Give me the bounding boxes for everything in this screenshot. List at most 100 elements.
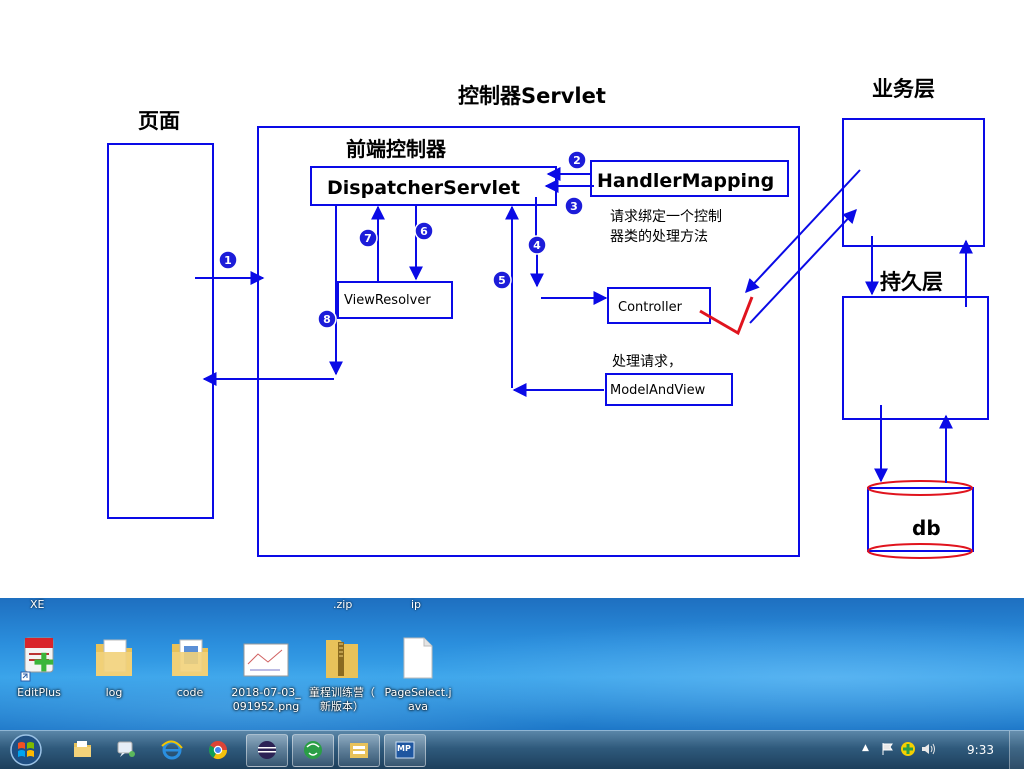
frontend-controller-title: 前端控制器 xyxy=(346,137,447,161)
start-button[interactable] xyxy=(4,732,48,768)
db-label: db xyxy=(912,516,941,540)
page-box xyxy=(107,143,214,519)
tray-expand-icon[interactable]: ▲ xyxy=(862,743,869,753)
persistence-layer-box xyxy=(842,296,989,420)
controller-label: Controller xyxy=(618,300,683,315)
persistence-layer-title: 持久层 xyxy=(880,270,943,294)
step-5-label: 5 xyxy=(498,274,506,287)
chrome-icon xyxy=(208,741,227,760)
mp-icon-label: MP xyxy=(397,744,411,753)
model-and-view-box xyxy=(605,373,733,406)
desktop-icon-label-line1: 2018-07-03_ xyxy=(231,686,301,699)
step-1-label: 1 xyxy=(224,254,232,267)
desktop-icon-label-line2: 091952.png xyxy=(232,700,300,713)
desktop-icon-png[interactable]: 2018-07-03_091952.png xyxy=(229,634,303,714)
desktop-icon-label: 童程训练营（新版本） xyxy=(305,686,379,714)
desktop-icon-label: 2018-07-03_091952.png xyxy=(229,686,303,714)
folder-icon xyxy=(90,634,138,682)
network-icon xyxy=(304,741,322,759)
mvc-diagram: 控制器Servlet 页面 业务层 持久层 前端控制器 DispatcherSe… xyxy=(107,77,989,559)
file-manager-icon xyxy=(350,743,368,758)
show-desktop-button[interactable] xyxy=(1009,731,1024,769)
desktop-icon-label-line2: 新版本） xyxy=(320,700,364,713)
step-badge-8: 8 xyxy=(317,309,337,329)
desktop-icon-label-line2: ava xyxy=(408,700,428,713)
handler-mapping-box xyxy=(590,160,789,197)
handler-mapping-label: HandlerMapping xyxy=(597,170,774,192)
desktop-icon-zip[interactable]: 童程训练营（新版本） xyxy=(305,634,379,714)
dispatcher-servlet-label: DispatcherServlet xyxy=(327,177,520,199)
messenger-icon xyxy=(117,741,135,757)
desktop-icon-label: EditPlus xyxy=(17,686,61,699)
cut-icon-label-ip: ip xyxy=(411,598,422,611)
step-7-label: 7 xyxy=(364,232,372,245)
view-resolver-label: ViewResolver xyxy=(344,293,431,308)
taskbar-explorer-button[interactable] xyxy=(62,734,102,765)
desktop-icon-log[interactable]: log xyxy=(77,634,151,700)
db-cylinder: db xyxy=(867,480,974,559)
business-to-controller-arrow xyxy=(749,208,857,324)
eclipse-icon xyxy=(258,741,276,759)
taskbar-chrome-button[interactable] xyxy=(198,734,238,765)
desktop-icon-code[interactable]: code xyxy=(153,634,227,700)
page-title: 页面 xyxy=(138,109,180,133)
servlet-title: 控制器Servlet xyxy=(458,84,606,108)
mapping-note-line1: 请求绑定一个控制 xyxy=(610,209,722,225)
step-badge-6: 6 xyxy=(414,221,434,241)
taskbar-messenger-button[interactable] xyxy=(106,734,146,765)
step-badge-2: 2 xyxy=(567,150,587,170)
image-file-icon xyxy=(242,634,290,682)
editplus-icon xyxy=(15,634,63,682)
desktop-icon-label-line1: PageSelect.j xyxy=(384,686,452,699)
desktop[interactable]: XE .zip ip EditPlus log xyxy=(0,598,1024,730)
step-6-label: 6 xyxy=(420,225,428,238)
taskbar-file-manager-button[interactable] xyxy=(338,734,380,767)
step-badge-3: 3 xyxy=(564,196,584,216)
taskbar-mp-button[interactable]: MP xyxy=(384,734,426,767)
step-3-label: 3 xyxy=(570,200,578,213)
model-and-view-label: ModelAndView xyxy=(610,383,706,398)
file-icon xyxy=(394,634,442,682)
desktop-icon-label: code xyxy=(176,686,204,699)
mp-icon xyxy=(395,741,415,759)
cut-icon-label-zip: .zip xyxy=(333,598,353,611)
step-4-label: 4 xyxy=(533,239,541,252)
taskbar-ie-button[interactable] xyxy=(152,734,192,765)
servlet-box xyxy=(257,126,800,557)
handle-request-note: 处理请求， xyxy=(612,354,682,370)
step-badge-7: 7 xyxy=(358,228,378,248)
to-controller-line xyxy=(535,197,541,241)
action-center-icon[interactable] xyxy=(880,741,896,757)
step-badge-1: 1 xyxy=(218,250,238,270)
mapping-note-line2: 器类的处理方法 xyxy=(610,229,708,245)
desktop-icon-label: log xyxy=(105,686,123,699)
step-badges: 1 2 3 4 5 6 7 8 xyxy=(218,150,587,329)
step-badge-4: 4 xyxy=(527,235,547,255)
red-check-mark xyxy=(699,296,754,336)
desktop-icon-label-line1: 童程训练营（ xyxy=(309,686,375,699)
controller-to-business-arrow xyxy=(745,169,861,294)
ime-icon[interactable] xyxy=(900,741,916,757)
taskbar-network-button[interactable] xyxy=(292,734,334,767)
view-resolver-box xyxy=(337,281,453,319)
taskbar: MP ▲ 9:33 xyxy=(0,730,1024,769)
desktop-icon-editplus[interactable]: EditPlus xyxy=(2,634,76,700)
system-tray: ▲ 9:33 xyxy=(854,731,1024,769)
step-2-label: 2 xyxy=(573,154,581,167)
step-badge-5: 5 xyxy=(492,270,512,290)
clock[interactable]: 9:33 xyxy=(967,743,994,757)
zip-folder-icon xyxy=(318,634,366,682)
business-layer-box xyxy=(842,118,985,247)
cut-icon-label-xe: XE xyxy=(30,598,45,611)
slide-canvas: 控制器Servlet 页面 业务层 持久层 前端控制器 DispatcherSe… xyxy=(107,77,989,559)
volume-icon[interactable] xyxy=(920,741,936,757)
controller-box xyxy=(607,287,711,324)
ie-icon xyxy=(161,740,183,760)
step-8-label: 8 xyxy=(323,313,331,326)
explorer-icon xyxy=(74,741,91,757)
flow-arrows xyxy=(195,167,973,483)
folder-icon xyxy=(166,634,214,682)
taskbar-eclipse-button[interactable] xyxy=(246,734,288,767)
